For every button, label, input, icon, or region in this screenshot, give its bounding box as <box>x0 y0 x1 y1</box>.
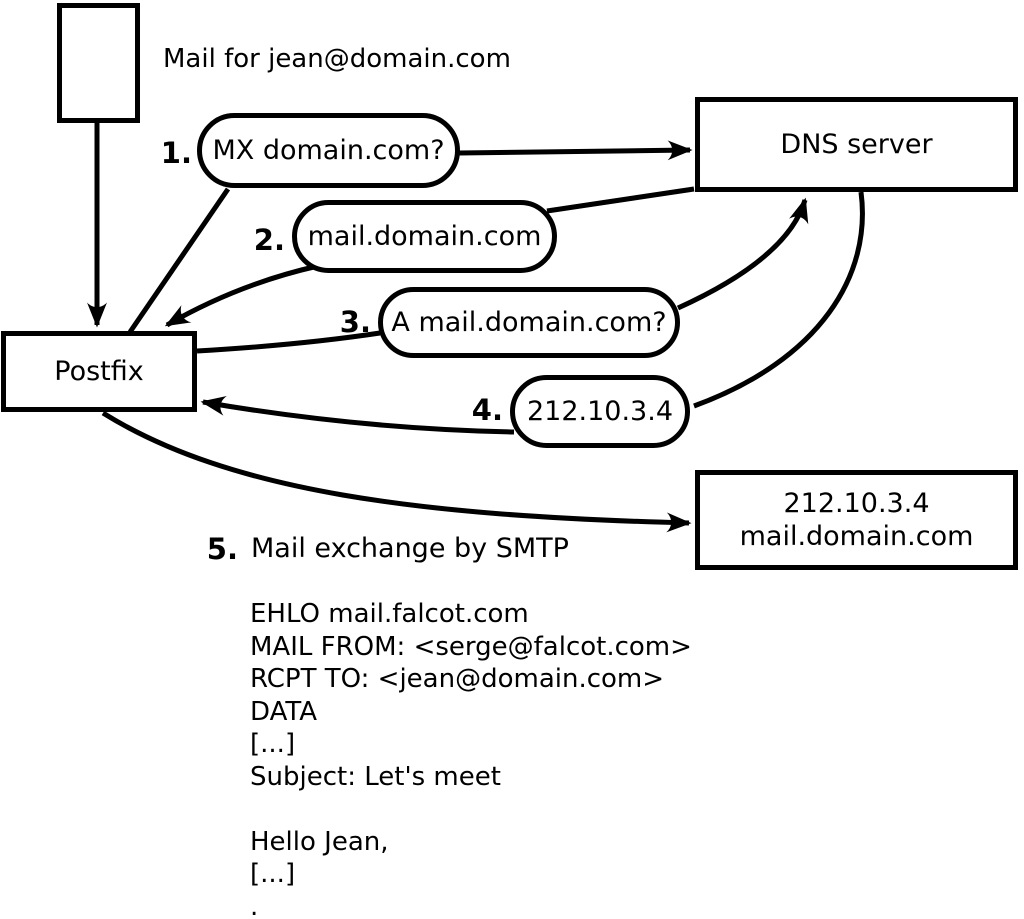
transcript-line: Subject: Let's meet <box>250 761 501 792</box>
transcript-line: RCPT TO: <jean@domain.com> <box>250 664 665 694</box>
step-3-a-query-label: A mail.domain.com? <box>391 307 667 338</box>
dns-server-node-label: DNS server <box>780 129 933 160</box>
transcript-line: [...] <box>250 859 296 889</box>
destination-hostname-label: mail.domain.com <box>739 521 974 552</box>
envelope-node <box>57 3 140 123</box>
step-4-a-answer-pill: 212.10.3.4 <box>510 375 690 448</box>
step-1-mx-query-pill: MX domain.com? <box>197 113 460 188</box>
transcript-line: DATA <box>250 696 317 727</box>
step-4-number: 4. <box>471 393 503 427</box>
step-1-mx-query-label: MX domain.com? <box>212 135 445 166</box>
transcript-line <box>250 793 692 826</box>
transcript-line: EHLO mail.falcot.com <box>250 599 529 629</box>
step-1-number: 1. <box>160 136 192 170</box>
transcript-line: [...] <box>250 729 296 759</box>
smtp-transcript: EHLO mail.falcot.com MAIL FROM: <serge@f… <box>250 598 692 919</box>
step-3-a-query-pill: A mail.domain.com? <box>378 287 680 358</box>
destination-ip-label: 212.10.3.4 <box>783 488 930 519</box>
step-5-smtp-label: Mail exchange by SMTP <box>251 533 569 564</box>
line-dns-to-mx-answer <box>546 186 695 214</box>
transcript-line: . <box>250 891 259 919</box>
dns-server-node: DNS server <box>695 97 1018 192</box>
transcript-line: MAIL FROM: <serge@falcot.com> <box>250 631 692 662</box>
line-dns-to-a-answer <box>693 191 865 409</box>
arrow-postfix-to-mailserver <box>101 410 692 533</box>
arrow-mx-query-to-dns <box>458 140 693 161</box>
arrow-a-query-to-dns <box>676 197 809 311</box>
destination-server-node: 212.10.3.4 mail.domain.com <box>695 470 1018 570</box>
step-2-mx-answer-pill: mail.domain.com <box>292 200 557 273</box>
step-3-number: 3. <box>339 305 371 339</box>
postfix-node-label: Postfix <box>54 356 144 387</box>
transcript-line: Hello Jean, <box>250 826 389 857</box>
mail-for-label: Mail for jean@domain.com <box>163 44 511 74</box>
step-2-number: 2. <box>253 223 285 257</box>
step-5-number: 5. <box>206 532 238 566</box>
line-postfix-to-mx-query <box>127 187 231 334</box>
line-postfix-to-a-query <box>196 330 381 354</box>
postfix-node: Postfix <box>1 331 197 412</box>
step-2-mx-answer-label: mail.domain.com <box>307 221 542 252</box>
step-4-a-answer-label: 212.10.3.4 <box>527 396 673 427</box>
arrow-mx-answer-to-postfix <box>164 263 319 328</box>
arrow-a-answer-to-postfix <box>200 395 515 435</box>
